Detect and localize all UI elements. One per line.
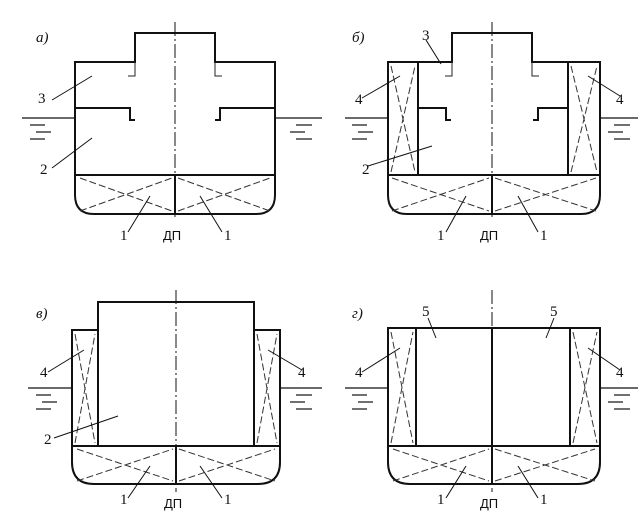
hatch-left: [445, 62, 453, 77]
label-3: 3: [422, 28, 430, 44]
panel-v: в) 4 4 2 1 1 ДП: [28, 290, 322, 511]
label-4-left: 4: [40, 365, 48, 381]
waterline-left: [345, 117, 388, 140]
label-1-left: 1: [120, 492, 128, 508]
label-1-left: 1: [120, 228, 128, 244]
hull-outline: [74, 32, 276, 215]
label-4-left: 4: [355, 92, 363, 108]
hull-outline: [71, 301, 281, 485]
double-bottom-bracing: [391, 177, 597, 212]
waterline-right: [600, 387, 638, 410]
hull-outline: [387, 327, 601, 485]
label-1-right: 1: [540, 228, 548, 244]
centerline-label: ДП: [480, 496, 498, 511]
label-1-right: 1: [224, 492, 232, 508]
label-4-left: 4: [355, 365, 363, 381]
double-bottom-bracing: [76, 448, 276, 482]
label-1-right: 1: [540, 492, 548, 508]
label-1-left: 1: [437, 492, 445, 508]
panel-g: г) 5 5 4 4 1 1 ДП: [345, 290, 638, 511]
label-3: 3: [38, 91, 46, 107]
double-bottom-bracing: [392, 448, 596, 482]
waterline-left: [22, 117, 75, 140]
waterline-left: [345, 387, 388, 410]
side-tank-bracing: [390, 65, 598, 173]
waterline-right: [280, 387, 322, 410]
hatch-right: [531, 62, 539, 77]
side-tank-bracing: [74, 333, 278, 444]
label-1-left: 1: [437, 228, 445, 244]
label-2: 2: [362, 162, 370, 178]
panel-b-letter: б): [352, 30, 365, 46]
label-5-left: 5: [422, 304, 430, 320]
panel-g-letter: г): [352, 306, 363, 322]
waterline-right: [600, 117, 638, 140]
label-4-right: 4: [616, 92, 624, 108]
deck-left: [418, 107, 451, 121]
waterline-left: [28, 387, 72, 410]
hatch-left: [128, 62, 136, 77]
deck-right: [215, 107, 275, 121]
label-4-right: 4: [298, 365, 306, 381]
hull-outline: [387, 32, 601, 215]
label-2: 2: [44, 432, 52, 448]
side-tank-bracing: [390, 331, 598, 444]
deck-left: [75, 107, 135, 121]
label-1-right: 1: [224, 228, 232, 244]
panel-b: б) 3 4 4 2: [345, 22, 638, 244]
hatch-right: [214, 62, 222, 77]
label-2: 2: [40, 162, 48, 178]
centerline-label: ДП: [480, 228, 498, 243]
centerline-label: ДП: [164, 496, 182, 511]
label-5-right: 5: [550, 304, 558, 320]
panel-a: а) 3 2 1 1: [22, 22, 322, 244]
panel-v-letter: в): [36, 306, 48, 322]
centerline-label: ДП: [163, 228, 181, 243]
waterline-right: [275, 117, 322, 140]
label-4-right: 4: [616, 365, 624, 381]
panel-a-letter: а): [36, 30, 49, 46]
deck-right: [533, 107, 568, 121]
